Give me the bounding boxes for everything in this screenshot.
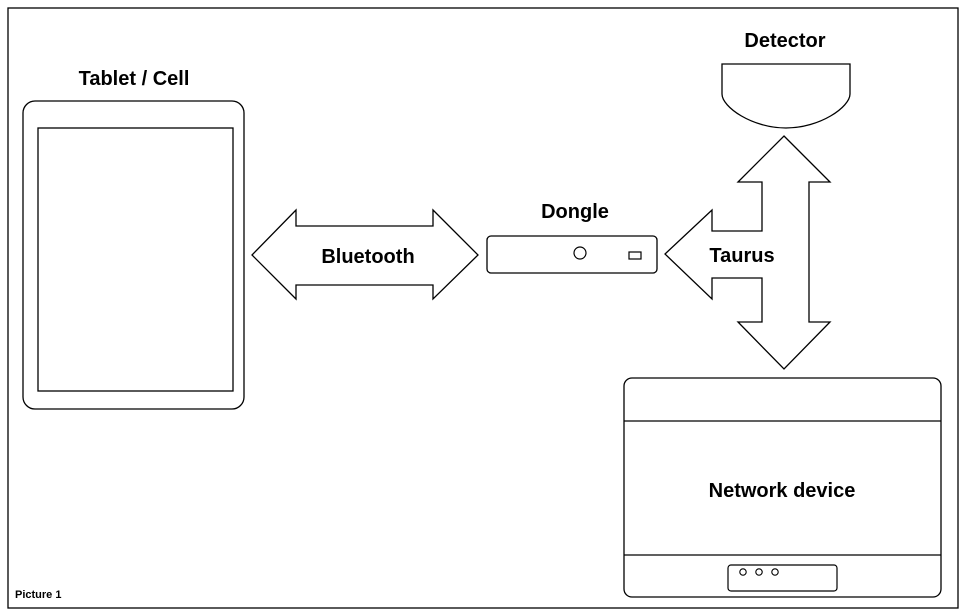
- network-device-led-panel: [727, 564, 838, 592]
- network-device-label: Network device: [709, 480, 856, 502]
- taurus-label: Taurus: [709, 245, 774, 267]
- dongle-device: [486, 235, 658, 274]
- detector-label: Detector: [744, 30, 825, 52]
- network-device-body: [623, 377, 942, 598]
- dongle-label: Dongle: [541, 201, 609, 223]
- picture-caption: Picture 1: [15, 589, 61, 601]
- tablet-screen: [37, 127, 234, 392]
- bluetooth-arrow: [251, 208, 479, 301]
- diagram-frame: [7, 7, 959, 609]
- tablet-device: [22, 100, 245, 410]
- network-device: [623, 377, 942, 598]
- dongle-port: [628, 251, 642, 260]
- taurus-arrow: [664, 135, 832, 370]
- dongle-button: [573, 246, 587, 260]
- dongle-body: [486, 235, 658, 274]
- network-device-led-2: [755, 568, 763, 576]
- network-device-led-1: [739, 568, 747, 576]
- network-device-led-3: [771, 568, 779, 576]
- detector-device: [721, 63, 851, 129]
- bluetooth-label: Bluetooth: [321, 246, 414, 268]
- tablet-label: Tablet / Cell: [79, 68, 190, 90]
